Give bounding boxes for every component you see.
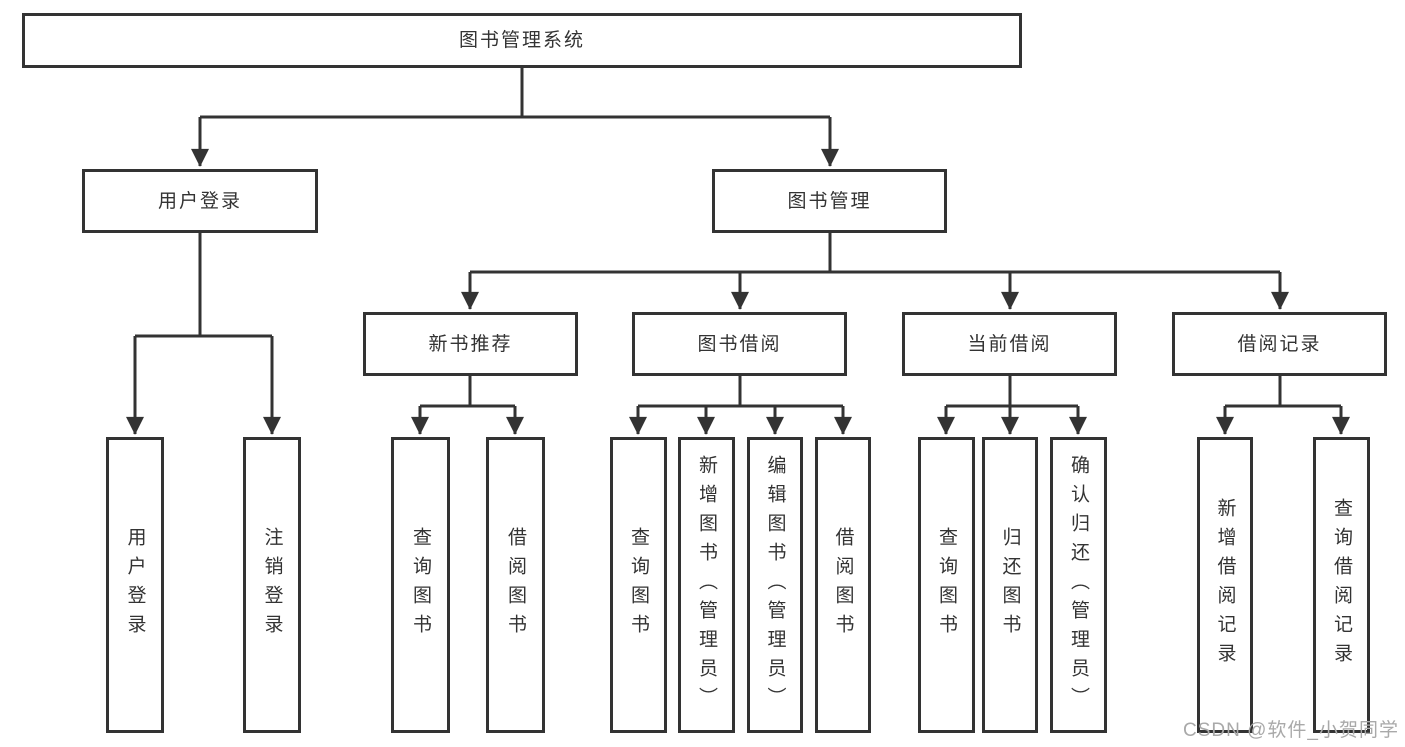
leaf-edit-book-admin: 编辑图书（管理员）: [747, 437, 803, 733]
node-borrow-records-label: 借阅记录: [1237, 333, 1322, 355]
node-book-borrow: 图书借阅: [632, 312, 847, 376]
leaf-edit-book-admin-label: 编辑图书（管理员）: [764, 454, 786, 716]
leaf-borrow-books-recommend-label: 借阅图书: [505, 527, 526, 643]
node-new-book-recommend-label: 新书推荐: [428, 333, 513, 355]
connector-borrow-records: [1216, 376, 1350, 435]
node-book-borrow-label: 图书借阅: [697, 333, 782, 355]
node-user-login-label: 用户登录: [157, 190, 242, 212]
leaf-query-books-current-label: 查询图书: [936, 527, 957, 643]
leaf-user-login-label: 用户登录: [124, 527, 146, 643]
leaf-add-book-admin: 新增图书（管理员）: [678, 437, 735, 733]
node-borrow-records: 借阅记录: [1172, 312, 1387, 376]
connector-book-borrow: [629, 376, 852, 435]
leaf-borrow-books-recommend: 借阅图书: [486, 437, 545, 733]
leaf-query-books-recommend-label: 查询图书: [410, 527, 431, 643]
leaf-borrow-books-label: 借阅图书: [832, 527, 854, 643]
connector-root: [191, 68, 839, 167]
leaf-query-books-borrow-label: 查询图书: [628, 527, 649, 643]
leaf-add-book-admin-label: 新增图书（管理员）: [696, 454, 717, 716]
connector-book-management: [461, 233, 1289, 310]
csdn-watermark: CSDN @软件_小贺同学: [1183, 720, 1399, 741]
leaf-add-borrow-record: 新增借阅记录: [1197, 437, 1253, 733]
node-current-borrow: 当前借阅: [902, 312, 1117, 376]
leaf-confirm-return-admin: 确认归还（管理员）: [1050, 437, 1107, 733]
node-user-login: 用户登录: [82, 169, 318, 233]
connector-current-borrow: [937, 376, 1087, 435]
node-book-management-label: 图书管理: [787, 190, 872, 212]
node-root: 图书管理系统: [22, 13, 1022, 68]
leaf-query-books-recommend: 查询图书: [391, 437, 450, 733]
leaf-borrow-books: 借阅图书: [815, 437, 871, 733]
leaf-query-books-current: 查询图书: [918, 437, 975, 733]
leaf-confirm-return-admin-label: 确认归还（管理员）: [1068, 454, 1089, 716]
leaf-query-borrow-record-label: 查询借阅记录: [1331, 498, 1352, 672]
node-new-book-recommend: 新书推荐: [363, 312, 578, 376]
connector-new-book-recommend: [411, 376, 524, 435]
leaf-logout-label: 注销登录: [261, 527, 283, 643]
leaf-return-book: 归还图书: [982, 437, 1038, 733]
connector-user-login: [126, 233, 281, 435]
leaf-user-login: 用户登录: [106, 437, 164, 733]
leaf-return-book-label: 归还图书: [999, 527, 1021, 643]
leaf-logout: 注销登录: [243, 437, 301, 733]
leaf-add-borrow-record-label: 新增借阅记录: [1214, 498, 1236, 672]
node-root-label: 图书管理系统: [458, 30, 585, 51]
node-current-borrow-label: 当前借阅: [967, 333, 1052, 355]
leaf-query-borrow-record: 查询借阅记录: [1313, 437, 1370, 733]
node-book-management: 图书管理: [712, 169, 947, 233]
leaf-query-books-borrow: 查询图书: [610, 437, 667, 733]
